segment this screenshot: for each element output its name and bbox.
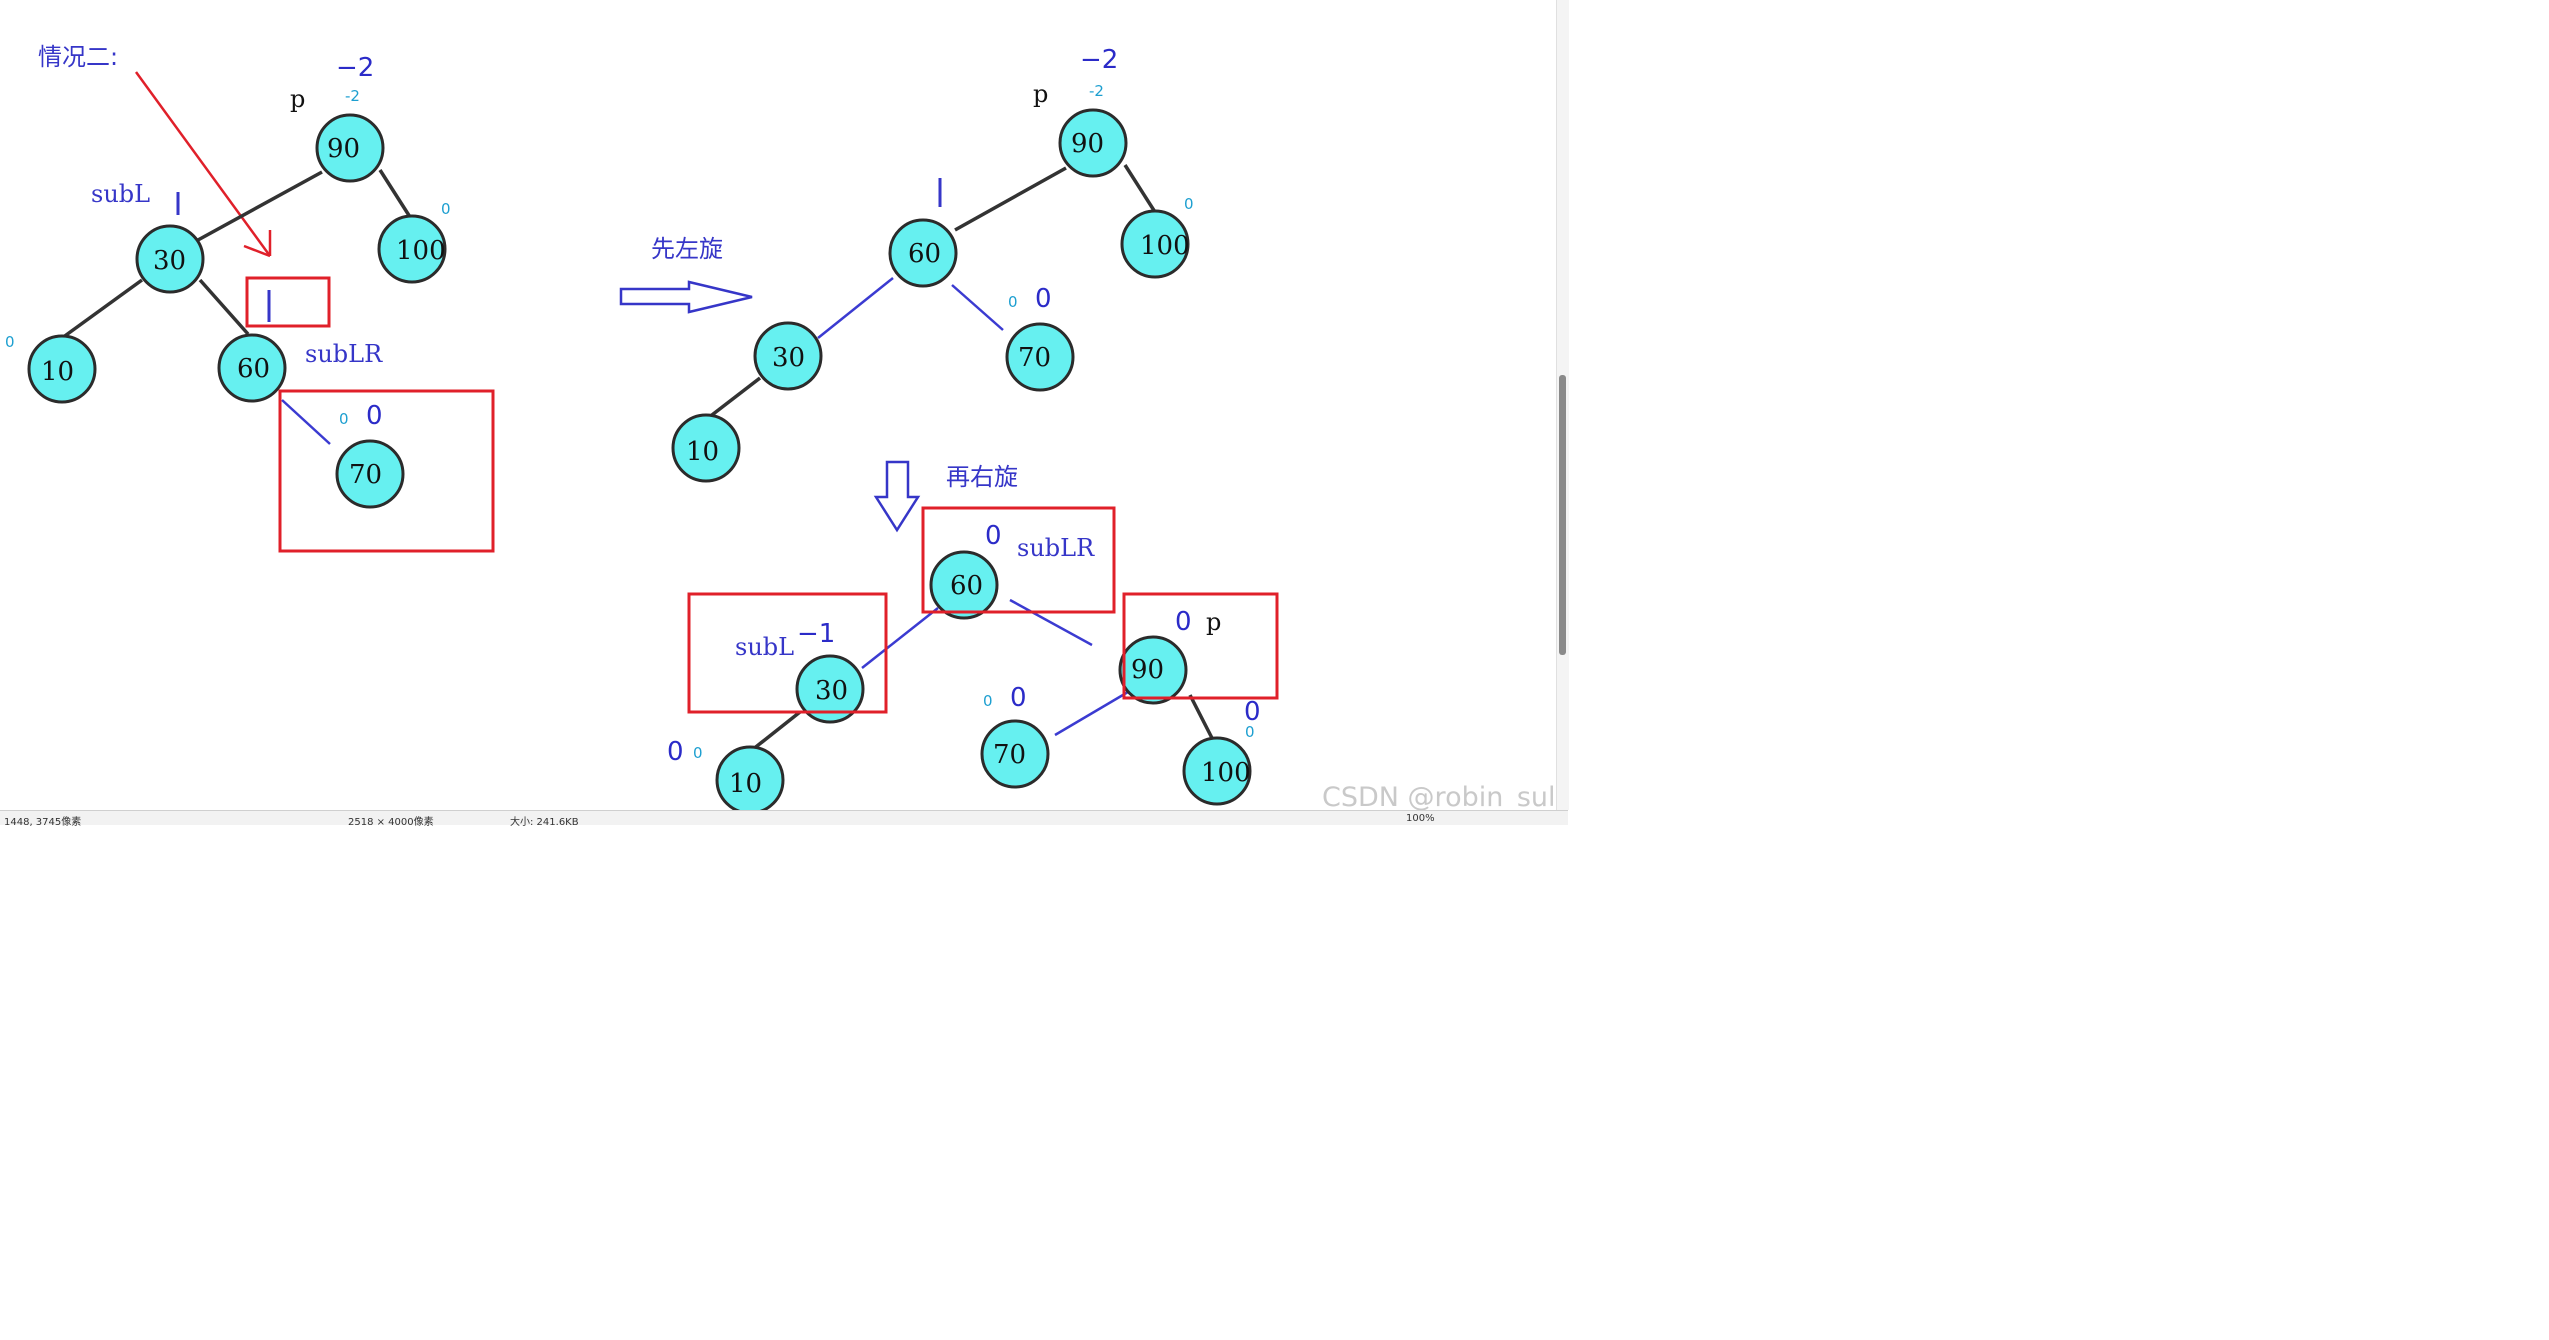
svg-text:90: 90 xyxy=(1131,655,1164,685)
balance-70-small: 0 xyxy=(983,692,993,710)
status-zoom: 100% xyxy=(1406,813,1435,824)
status-dimensions: 2518 × 4000像素 xyxy=(348,817,434,828)
diagram-after-left-rotate: 90 60 100 30 70 10 p −2 -2 0 0 0 xyxy=(671,45,1194,483)
balance-70-big: 0 xyxy=(366,401,383,431)
tree-node-30: 30 xyxy=(795,654,865,724)
balance-100-big: 0 xyxy=(1244,697,1261,727)
arrow-right-icon xyxy=(619,280,753,314)
tree-node-90: 90 xyxy=(1118,635,1188,705)
tree-node-100: 100 xyxy=(1120,209,1190,279)
label-p: p xyxy=(1033,80,1048,108)
svg-text:30: 30 xyxy=(772,343,805,373)
tree-node-100: 100 xyxy=(1182,736,1252,806)
balance-90: 0 xyxy=(1175,607,1192,637)
svg-text:100: 100 xyxy=(396,236,446,266)
balance-10: 0 xyxy=(5,333,15,351)
highlight-box-inserted xyxy=(278,389,495,553)
tree-node-70: 70 xyxy=(335,439,405,509)
tree-node-30: 30 xyxy=(753,321,823,391)
balance-10-small: 0 xyxy=(693,744,703,762)
status-size: 大小: 241.6KB xyxy=(510,817,579,828)
tree-node-10: 10 xyxy=(27,334,97,404)
svg-text:100: 100 xyxy=(1140,231,1190,261)
balance-30: −1 xyxy=(797,619,835,649)
balance-p-small: -2 xyxy=(345,87,360,105)
balance-70-small: 0 xyxy=(339,410,349,428)
label-right-rotate: 再右旋 xyxy=(946,463,1018,491)
svg-text:60: 60 xyxy=(950,571,983,601)
label-subLR: subLR xyxy=(305,340,383,368)
svg-text:90: 90 xyxy=(327,134,360,164)
highlight-box-subL xyxy=(687,592,888,714)
balance-100: 0 xyxy=(1184,195,1194,213)
balance-100: 0 xyxy=(441,200,451,218)
balance-70-big: 0 xyxy=(1010,683,1027,713)
svg-text:30: 30 xyxy=(815,676,848,706)
status-bar: 1448, 3745像素 2518 × 4000像素 大小: 241.6KB 1… xyxy=(0,810,1568,828)
highlight-box-p xyxy=(1122,592,1279,700)
arrow-down-icon xyxy=(873,460,921,533)
balance-10-big: 0 xyxy=(667,737,684,767)
balance-p-big: −2 xyxy=(1080,45,1118,75)
svg-text:60: 60 xyxy=(908,239,941,269)
label-subL: subL xyxy=(91,180,150,208)
balance-p-small: -2 xyxy=(1089,82,1104,100)
vertical-scrollbar[interactable] xyxy=(1556,0,1569,810)
tree-node-60: 60 xyxy=(929,550,999,620)
svg-text:10: 10 xyxy=(729,769,762,799)
svg-text:70: 70 xyxy=(1018,343,1051,373)
red-arrow-icon xyxy=(134,71,272,258)
label-subL: subL xyxy=(735,633,794,661)
balance-60: 0 xyxy=(985,521,1002,551)
balance-70-big: 0 xyxy=(1035,284,1052,314)
tree-node-90: 90 xyxy=(315,113,385,183)
svg-text:10: 10 xyxy=(686,437,719,467)
tree-node-30: 30 xyxy=(135,224,205,294)
case-title: 情况二: xyxy=(38,43,118,71)
balance-100-small: 0 xyxy=(1245,723,1255,741)
svg-text:30: 30 xyxy=(153,246,186,276)
svg-text:60: 60 xyxy=(237,354,270,384)
tree-node-60: 60 xyxy=(888,218,958,288)
svg-text:90: 90 xyxy=(1071,129,1104,159)
tree-node-90: 90 xyxy=(1058,108,1128,178)
svg-text:100: 100 xyxy=(1201,758,1251,788)
avl-rotation-diagram: 情况二: 90 30 100 10 60 70 p −2 -2 0 0 subL… xyxy=(5,43,1279,810)
watermark: CSDN @robin_suli xyxy=(1322,782,1564,813)
scrollbar-thumb[interactable] xyxy=(1559,375,1566,655)
diagram-after-right-rotate: 60 30 90 10 70 100 0 subLR subL −1 0 p 0… xyxy=(667,506,1279,810)
balance-p-big: −2 xyxy=(336,53,374,83)
balance-70-small: 0 xyxy=(1008,293,1018,311)
svg-text:70: 70 xyxy=(993,740,1026,770)
svg-text:10: 10 xyxy=(41,357,74,387)
label-p: p xyxy=(290,85,305,113)
tree-node-10: 10 xyxy=(671,413,741,483)
tree-node-100: 100 xyxy=(377,214,447,284)
status-coords: 1448, 3745像素 xyxy=(4,817,82,828)
svg-text:70: 70 xyxy=(349,460,382,490)
diagram-initial: 90 30 100 10 60 70 p −2 -2 0 0 subL subL… xyxy=(5,53,495,553)
tree-node-70: 70 xyxy=(1005,322,1075,392)
highlight-box-subLR xyxy=(921,506,1116,614)
tree-node-10: 10 xyxy=(715,745,785,810)
label-left-rotate: 先左旋 xyxy=(651,235,723,263)
tree-node-60: 60 xyxy=(217,333,287,403)
tree-node-70: 70 xyxy=(980,719,1050,789)
label-subLR: subLR xyxy=(1017,534,1095,562)
label-p: p xyxy=(1206,608,1221,636)
highlight-box-balance xyxy=(245,276,331,328)
